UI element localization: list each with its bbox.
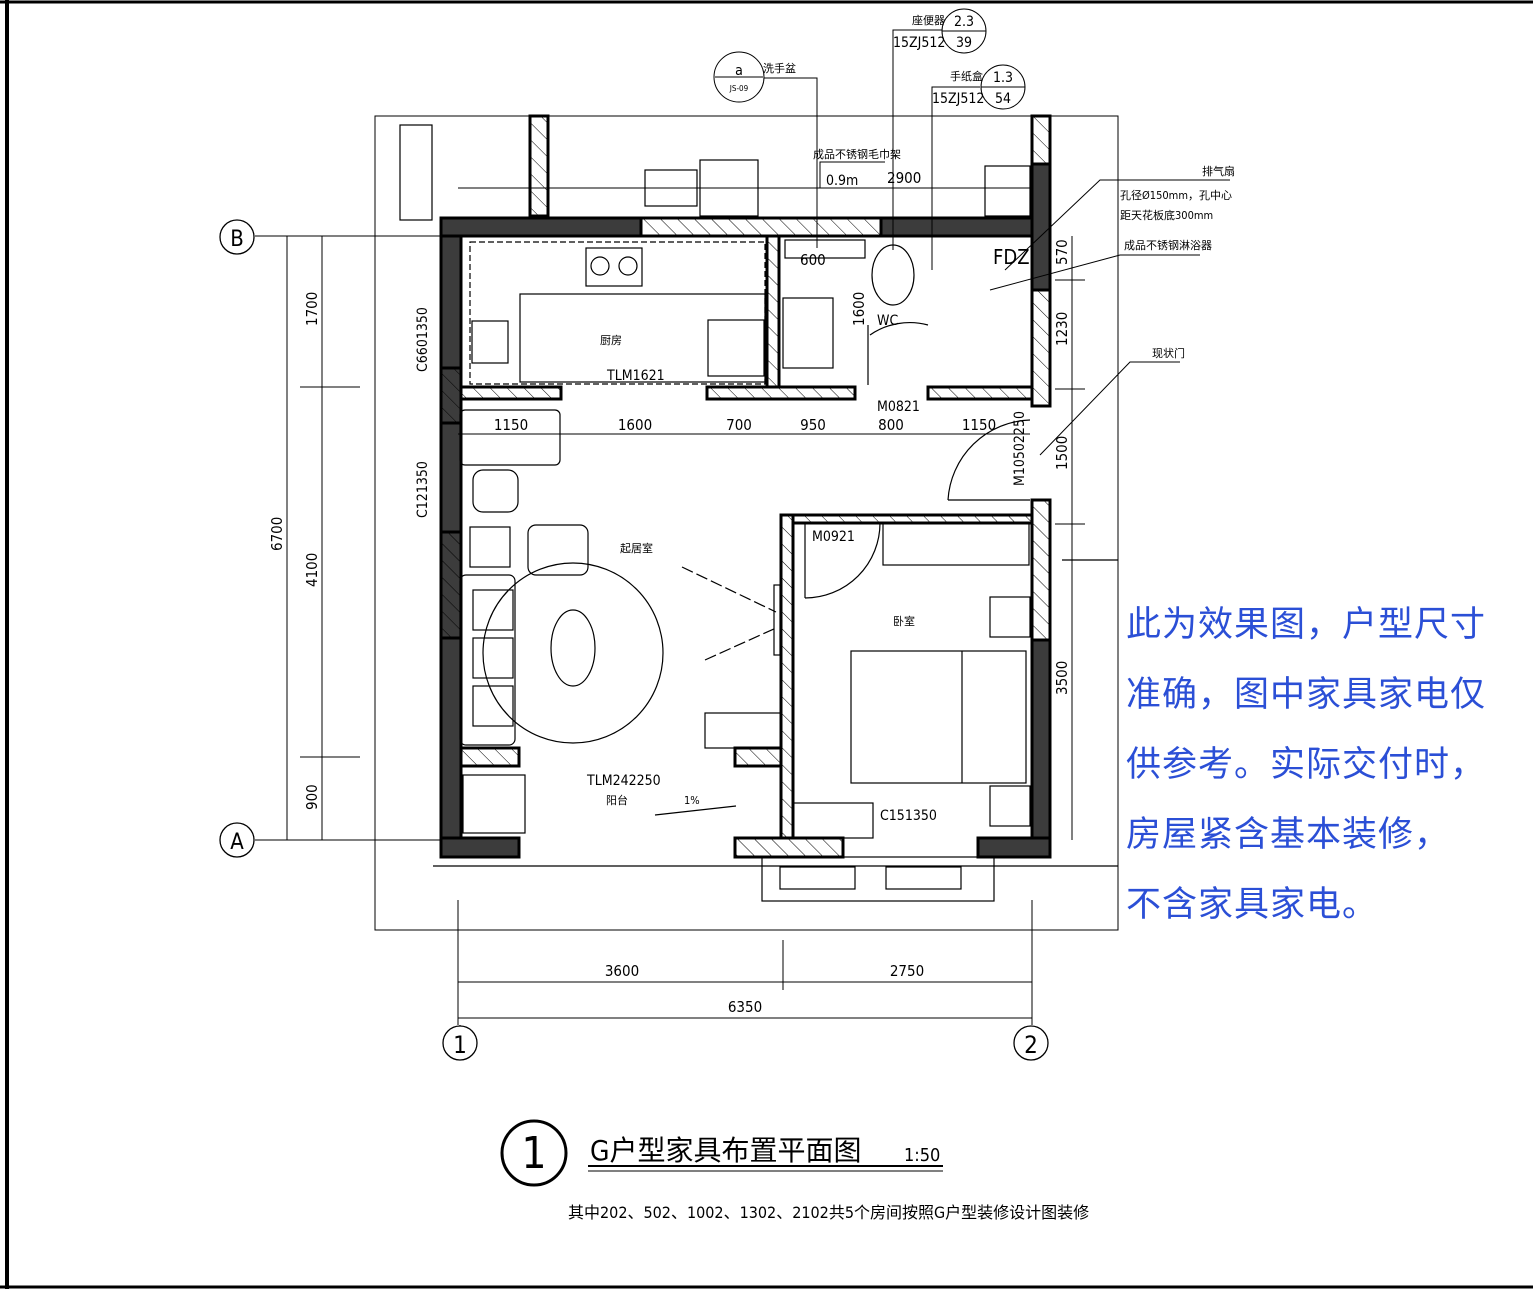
drawing-title: G户型家具布置平面图 <box>590 1134 862 1167</box>
towel-label: 成品不锈钢毛巾架 <box>813 147 901 161</box>
basin-ref-bottom: JS-09 <box>729 84 749 93</box>
kitchen-door-code: TLM1621 <box>606 368 665 384</box>
dim-text: 570 <box>1053 239 1071 265</box>
axis-b: B <box>230 227 244 252</box>
dim-text: 1150 <box>962 416 996 434</box>
dim-text: 3600 <box>605 962 639 980</box>
walls <box>439 114 1052 859</box>
wardrobe-icon <box>882 522 1030 566</box>
dim-text: 1600 <box>618 416 652 434</box>
entry-door-code: M10502250 <box>1012 411 1028 486</box>
kitchen-window-code: C6601350 <box>415 307 431 372</box>
axis-1: 1 <box>453 1031 467 1059</box>
shower-icon <box>782 297 834 369</box>
dim-text: 2900 <box>887 169 921 187</box>
room-wc: WC <box>877 313 898 329</box>
room-balcony: 阳台 <box>606 793 628 807</box>
dim-text: 1700 <box>303 292 321 326</box>
fdz-label: FDZ <box>993 245 1030 269</box>
dim-text: 950 <box>800 416 826 434</box>
dim-text: 900 <box>303 784 321 810</box>
overlay-note-line: 此为效果图，户型尺寸 <box>1126 605 1487 645</box>
dimension-lines <box>255 8 1230 1172</box>
basin-ref-top: a <box>735 63 743 79</box>
overlay-note-line: 不含家具家电。 <box>1126 885 1379 925</box>
overlay-note: 此为效果图，户型尺寸 准确，图中家具家电仅 供参考。实际交付时， 房屋紧含基本装… <box>1126 590 1533 940</box>
room-kitchen: 厨房 <box>600 334 622 347</box>
living-window-code: C121350 <box>415 461 431 518</box>
basin-label: 洗手盆 <box>763 61 796 75</box>
nightstand-icon <box>989 596 1031 638</box>
sink-icon <box>471 320 509 364</box>
toilet-ref-top: 2.3 <box>954 14 974 30</box>
toilet-std: 15ZJ512 <box>893 35 945 51</box>
fridge-icon <box>707 319 765 377</box>
bedroom-window-code: C151350 <box>880 808 937 824</box>
dim-text: 6350 <box>728 998 762 1016</box>
wc-door-code: M0821 <box>877 399 920 415</box>
towel-length: 0.9m <box>826 173 858 189</box>
plant-icon <box>469 526 511 568</box>
slope-label: 1% <box>684 794 700 807</box>
washer-icon <box>462 774 526 834</box>
nightstand-icon <box>989 785 1031 827</box>
paper-ref-bottom: 54 <box>995 91 1011 107</box>
dim-text: 2750 <box>890 962 924 980</box>
dim-text: 6700 <box>268 517 286 551</box>
overlay-note-line: 供参考。实际交付时， <box>1126 745 1487 785</box>
room-bedroom: 卧室 <box>893 614 915 628</box>
dim-text: 1150 <box>494 416 528 434</box>
dimension-texts: 2900 1150 1600 700 950 800 1150 600 1600… <box>268 169 1071 1016</box>
drawing-number: 1 <box>521 1128 546 1179</box>
toilet-label: 座便器 <box>912 13 945 27</box>
balcony-door-code: TLM242250 <box>586 773 661 789</box>
dim-text: 1230 <box>1053 312 1071 346</box>
axis-2: 2 <box>1024 1031 1038 1059</box>
dim-text: 1600 <box>850 292 868 326</box>
sofa-icon <box>459 574 516 746</box>
toilet-icon <box>871 244 915 306</box>
bed-icon <box>850 650 1027 784</box>
fan-label: 排气扇 <box>1202 164 1235 178</box>
overlay-note-line: 房屋紧含基本装修， <box>1126 815 1451 855</box>
paper-std: 15ZJ512 <box>932 91 984 107</box>
room-labels: 厨房 TLM1621 WC M0821 起居室 M0921 卧室 TLM2422… <box>415 307 1028 824</box>
annotations: 座便器 15ZJ512 2.3 39 手纸盒 15ZJ512 1.3 54 a … <box>729 13 1235 360</box>
chair-icon <box>472 469 519 513</box>
drawing-note: 其中202、502、1002、1302、2102共5个房间按照G户型装修设计图装… <box>568 1203 1089 1222</box>
dim-text: 600 <box>800 251 826 269</box>
fan-spec-2: 距天花板底300mm <box>1120 208 1213 222</box>
dim-text: 3500 <box>1053 661 1071 695</box>
overlay-note-line: 准确，图中家具家电仅 <box>1126 675 1487 715</box>
bedroom-door-code: M0921 <box>812 529 855 545</box>
slope-arrow <box>654 805 737 816</box>
door-label: 现状门 <box>1152 346 1185 360</box>
dim-text: 1500 <box>1053 436 1071 470</box>
dim-text: 4100 <box>303 553 321 587</box>
paper-label: 手纸盒 <box>950 69 983 83</box>
furniture <box>399 124 1118 902</box>
axis-bubbles <box>219 219 1049 1187</box>
drawing-scale: 1:50 <box>904 1145 940 1166</box>
coffee-table-icon <box>550 609 596 687</box>
shower-label: 成品不锈钢淋浴器 <box>1124 239 1212 252</box>
armchair-icon <box>527 524 589 576</box>
dim-text: 800 <box>878 416 904 434</box>
toilet-ref-bottom: 39 <box>956 35 972 51</box>
room-living: 起居室 <box>620 541 653 555</box>
fan-spec-1: 孔径Ø150mm，孔中心 <box>1120 189 1232 202</box>
stove-icon <box>585 247 643 287</box>
dim-text: 700 <box>726 416 752 434</box>
axis-a: A <box>230 830 244 855</box>
paper-ref-top: 1.3 <box>993 70 1013 86</box>
table-icon <box>459 409 561 466</box>
rug-icon <box>482 562 664 744</box>
